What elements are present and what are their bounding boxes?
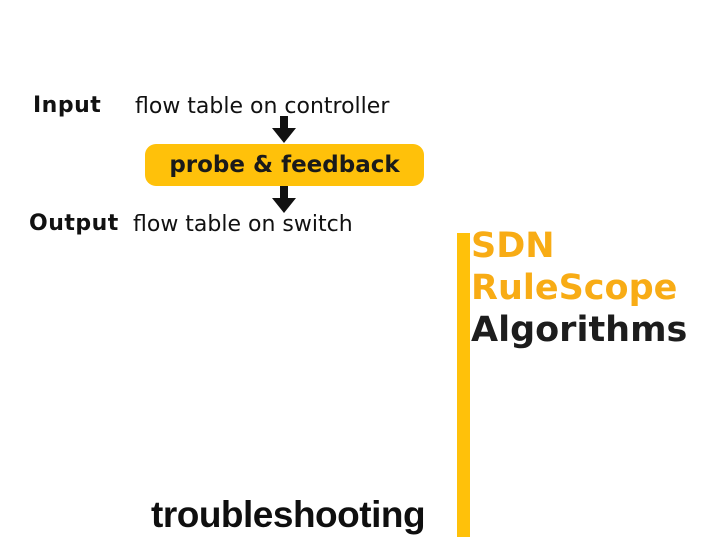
- probe-feedback-box: probe & feedback: [145, 144, 424, 186]
- input-label: Input: [33, 93, 102, 118]
- footer-troubleshooting-text: troubleshooting: [151, 494, 426, 535]
- down-arrow-icon: [272, 116, 296, 143]
- title-line-rulescope: RuleScope: [471, 268, 678, 308]
- title-line-sdn: SDN: [471, 226, 555, 266]
- output-label: Output: [29, 211, 119, 236]
- output-value-text: flow table on switch: [133, 212, 353, 237]
- vertical-accent-bar: [457, 233, 470, 537]
- down-arrow-icon: [272, 186, 296, 213]
- title-line-algorithms: Algorithms: [471, 310, 688, 350]
- title-block: SDN RuleScope Algorithms: [471, 225, 687, 351]
- input-value-text: flow table on controller: [135, 94, 390, 119]
- probe-feedback-label: probe & feedback: [169, 152, 400, 178]
